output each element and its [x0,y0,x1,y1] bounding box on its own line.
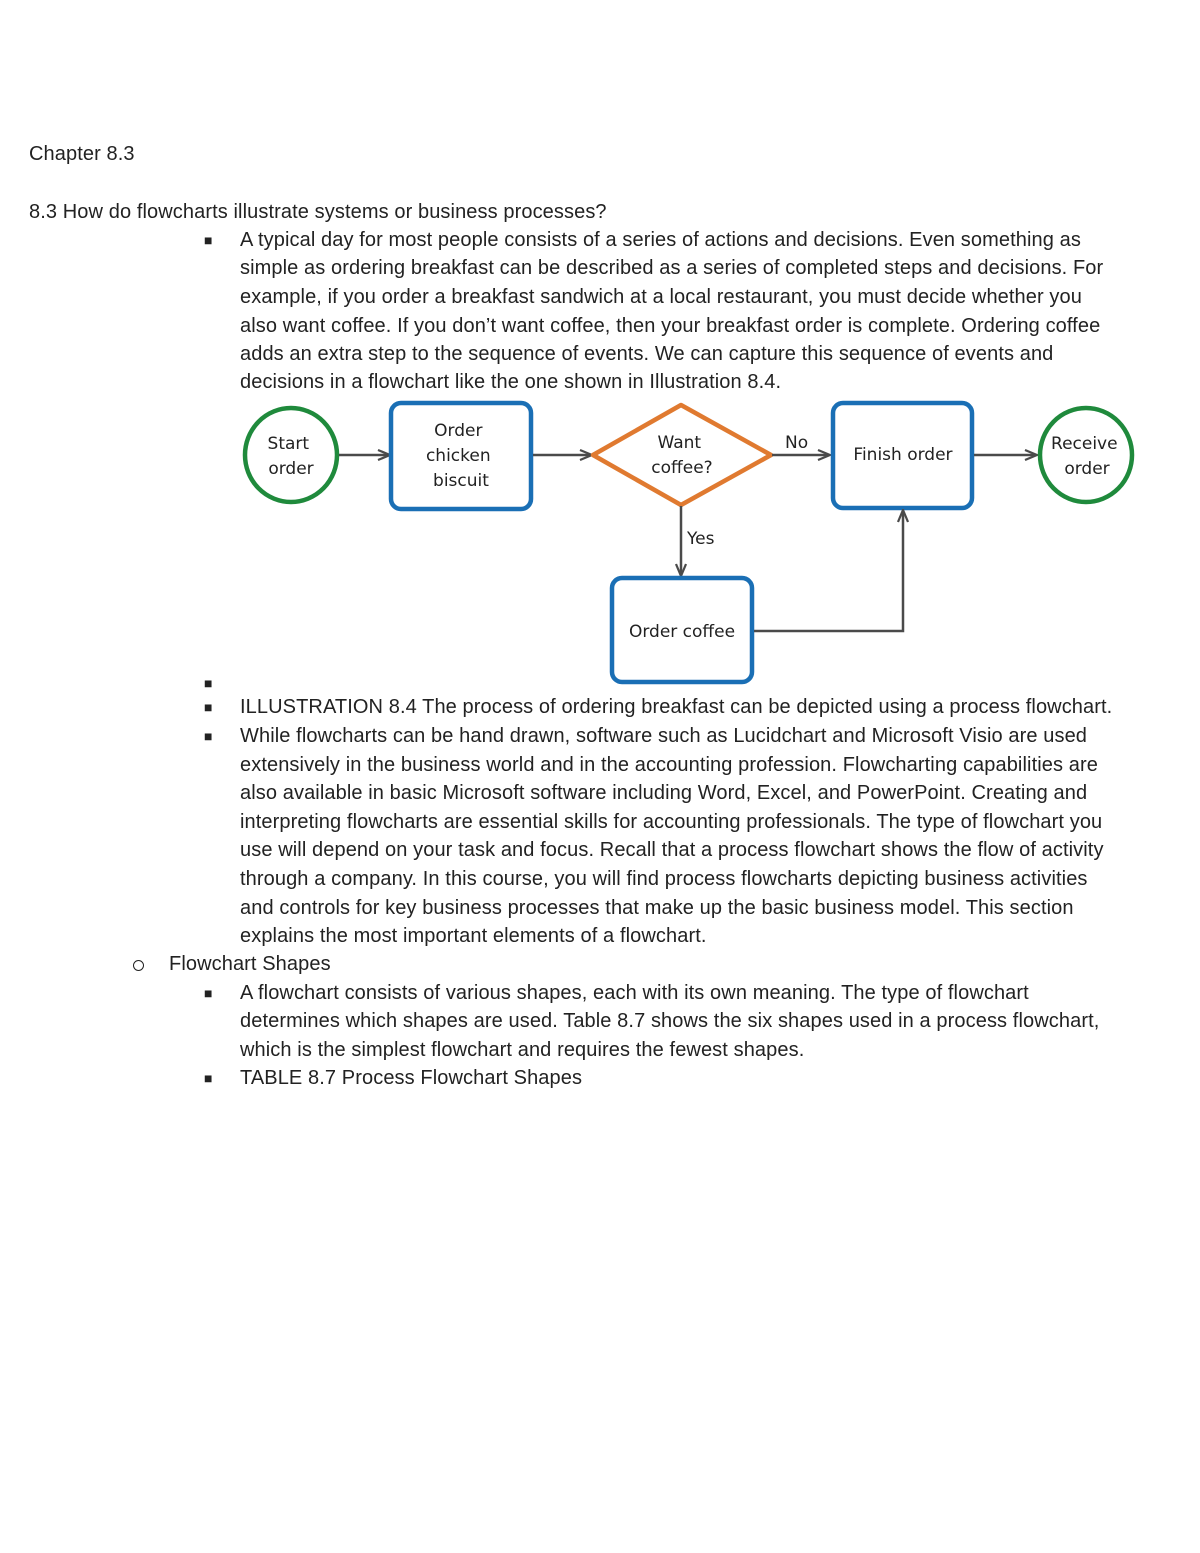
finish-order-label: Finish order [853,445,952,465]
paragraph-line: determines which shapes are used. Table … [240,1010,1100,1032]
paragraph-line: and controls for key business processes … [240,897,1074,919]
arrow-connector [754,511,903,633]
start-order-shape [242,405,340,505]
yes-label: Yes [686,529,715,549]
paragraph-line: decisions in a flowchart like the one sh… [240,371,782,393]
paragraph-line: A typical day for most people consists o… [240,229,1081,251]
order-biscuit-shape [388,400,534,512]
illustration-caption: ILLUSTRATION 8.4 The process of ordering… [240,696,1113,718]
paragraph-line: extensively in the business world and in… [240,754,1098,776]
flowchart-illustration: Start order Order chicken biscuit Want c… [242,400,1135,685]
paragraph-line: interpreting flowcharts are essential sk… [240,811,1103,833]
want-coffee-label: Want coffee? [651,433,712,478]
paragraph-line: also want coffee. If you don’t want coff… [240,315,1101,337]
no-label: No [785,433,808,453]
order-coffee-label: Order coffee [629,622,735,642]
order-coffee-shape [609,575,755,685]
table-caption: TABLE 8.7 Process Flowchart Shapes [240,1067,583,1089]
circle-bullet-marker [133,960,144,971]
paragraph-line: adds an extra step to the sequence of ev… [240,343,1054,365]
receive-order-label: Receive order [1051,434,1123,479]
paragraph-line: through a company. In this course, you w… [240,868,1088,890]
paragraph-line: A flowchart consists of various shapes, … [240,982,1029,1004]
order-biscuit-label: Order chicken biscuit [426,421,496,491]
bullet-marker: ■ [204,728,213,744]
paragraph-line: While flowcharts can be hand drawn, soft… [240,725,1088,747]
finish-order-shape [830,400,975,511]
bullet-marker: ■ [204,985,213,1001]
receive-order-shape [1037,405,1135,505]
bullet-marker: ■ [204,675,213,691]
bullet-marker: ■ [204,1070,213,1086]
start-order-label: Start order [268,434,315,479]
paragraph-line: simple as ordering breakfast can be desc… [240,257,1104,279]
want-coffee-decision-shape [590,402,774,508]
paragraph-line: use will depend on your task and focus. … [240,839,1104,861]
paragraph-line: also available in basic Microsoft softwa… [240,782,1088,804]
section-heading: 8.3 How do flowcharts illustrate systems… [29,201,607,223]
paragraph-line: which is the simplest flowchart and requ… [240,1039,805,1061]
chapter-title: Chapter 8.3 [29,143,135,165]
paragraph-line: example, if you order a breakfast sandwi… [240,286,1082,308]
paragraph-line: explains the most important elements of … [240,925,707,947]
bullet-marker: ■ [204,699,213,715]
bullet-marker: ■ [204,232,213,248]
subheading-flowchart-shapes: Flowchart Shapes [169,953,331,975]
